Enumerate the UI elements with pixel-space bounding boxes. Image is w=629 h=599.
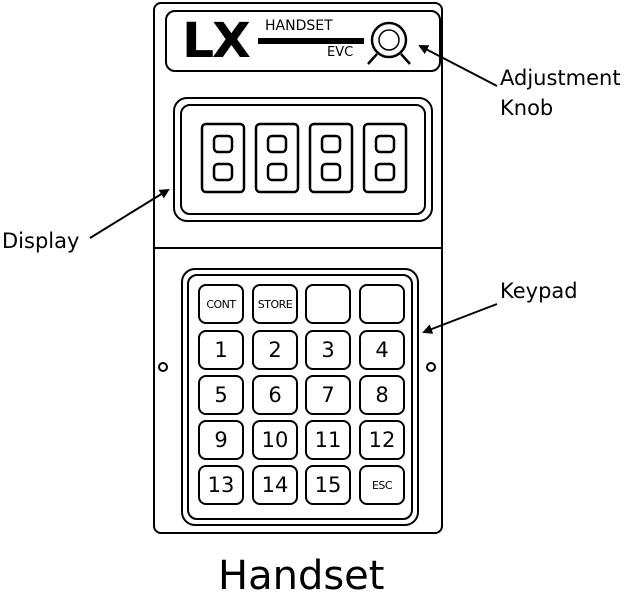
- keypad-callout-arrow: [422, 303, 498, 334]
- key-4[interactable]: 4: [359, 330, 405, 370]
- key-store[interactable]: STORE: [252, 284, 298, 324]
- key-13[interactable]: 13: [198, 465, 244, 505]
- keypad-bezel: [181, 268, 419, 526]
- diagram-caption: Handset: [218, 553, 385, 599]
- key-10[interactable]: 10: [252, 420, 298, 460]
- model-name-bottom: EVC: [327, 45, 354, 60]
- knob-callout-arrow: [418, 45, 498, 87]
- key-blank-4[interactable]: [359, 284, 405, 324]
- key-3[interactable]: 3: [305, 330, 351, 370]
- keypad-label: Keypad: [500, 279, 578, 303]
- key-7[interactable]: 7: [305, 375, 351, 415]
- right-screw-icon: [426, 362, 436, 372]
- model-name-top: HANDSET: [265, 18, 333, 34]
- key-8[interactable]: 8: [359, 375, 405, 415]
- key-11[interactable]: 11: [305, 420, 351, 460]
- display-digit: [308, 122, 354, 194]
- display-window: [180, 104, 426, 215]
- knob-label-line1: Adjustment: [500, 66, 621, 90]
- key-cont[interactable]: CONT: [198, 284, 244, 324]
- key-1[interactable]: 1: [198, 330, 244, 370]
- handset-body: [153, 2, 443, 534]
- key-12[interactable]: 12: [359, 420, 405, 460]
- display-digit: [254, 122, 300, 194]
- key-14[interactable]: 14: [252, 465, 298, 505]
- keypad-frame: [187, 274, 413, 520]
- key-9[interactable]: 9: [198, 420, 244, 460]
- key-blank-3[interactable]: [305, 284, 351, 324]
- display-label: Display: [2, 229, 80, 253]
- key-6[interactable]: 6: [252, 375, 298, 415]
- seven-segment-digits: [200, 122, 408, 194]
- adjustment-knob-icon[interactable]: [367, 21, 411, 65]
- body-divider: [153, 247, 443, 249]
- key-2[interactable]: 2: [252, 330, 298, 370]
- model-divider-bar: [258, 38, 364, 44]
- display-bezel: [173, 97, 433, 222]
- knob-label-line2: Knob: [500, 96, 554, 120]
- brand-logo: LX: [182, 13, 251, 69]
- display-digit: [200, 122, 246, 194]
- key-5[interactable]: 5: [198, 375, 244, 415]
- key-15[interactable]: 15: [305, 465, 351, 505]
- left-screw-icon: [158, 362, 168, 372]
- display-digit: [362, 122, 408, 194]
- display-callout-arrow: [89, 188, 170, 239]
- key-esc[interactable]: ESC: [359, 465, 405, 505]
- header-panel: [165, 10, 441, 72]
